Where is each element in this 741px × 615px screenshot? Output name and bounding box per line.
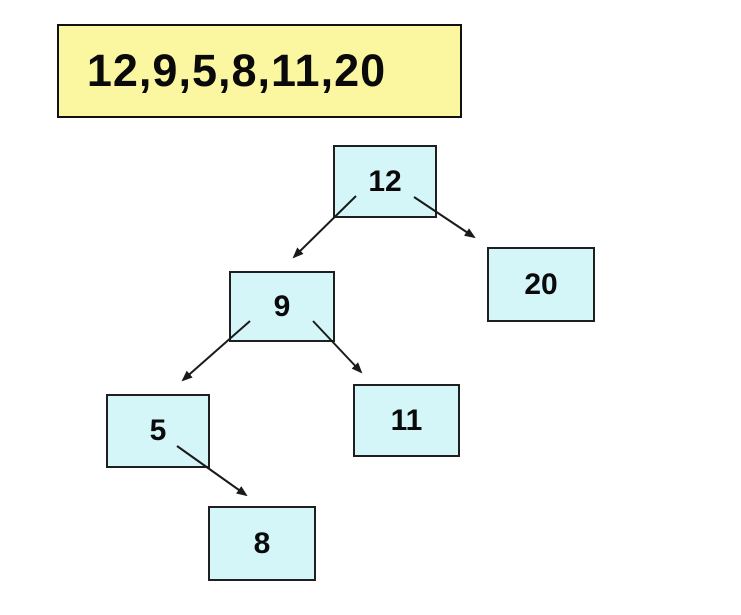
tree-node-8: 8 [208,506,316,581]
tree-node-12: 12 [333,145,437,218]
tree-node-5: 5 [106,394,210,468]
tree-node-20: 20 [487,247,595,322]
tree-node-9: 9 [229,271,335,342]
input-sequence-box: 12,9,5,8,11,20 [57,24,462,118]
tree-node-11: 11 [353,384,460,457]
